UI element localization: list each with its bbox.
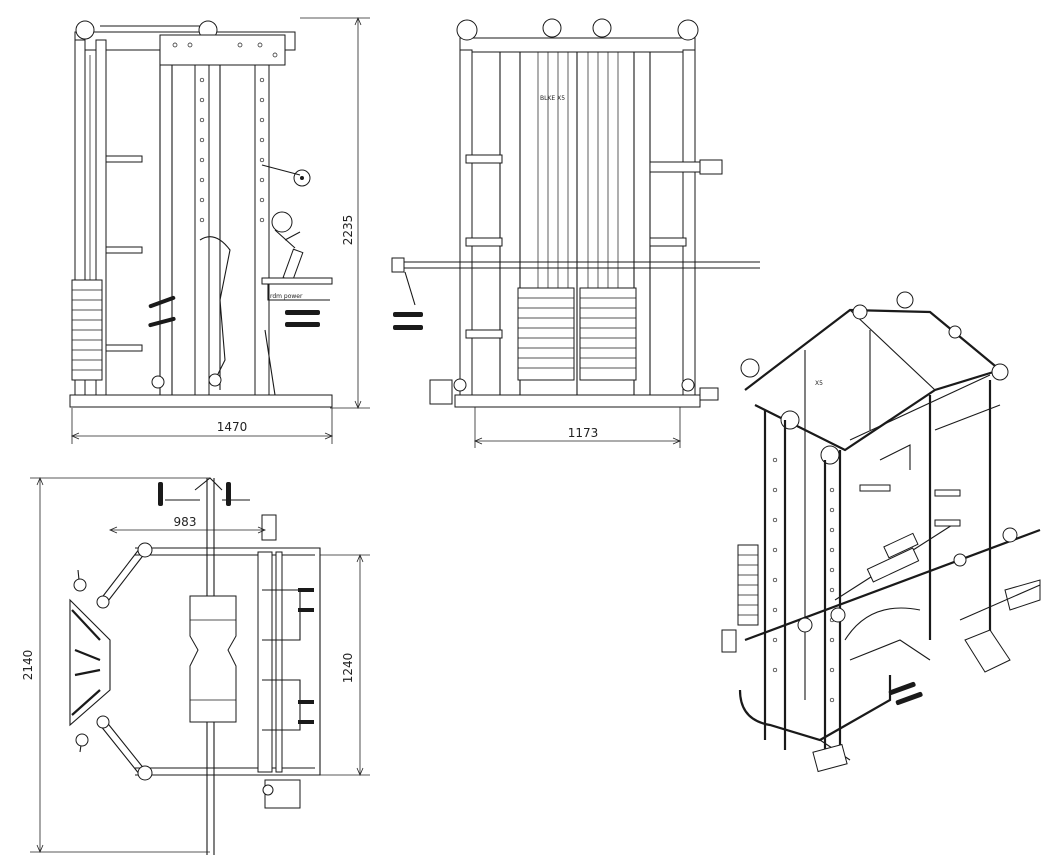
side-base: [69, 394, 333, 408]
iso-top-frame: [744, 308, 1001, 391]
front-base: [454, 394, 701, 408]
front-weight-stack-left: [517, 287, 575, 381]
dim-top-depth: 983: [174, 515, 197, 529]
top-view: 983 1240 2140: [21, 476, 370, 855]
front-top-frame: [459, 37, 696, 53]
side-logo: rdm power: [270, 293, 303, 300]
iso-logo: X5: [815, 380, 823, 387]
top-frame: [135, 547, 321, 776]
dim-top-inner: 1240: [341, 653, 355, 684]
side-upright-left: [74, 39, 86, 396]
dim-side-width: 1470: [217, 420, 248, 434]
front-logo: BLKE X5: [540, 95, 565, 102]
dim-front-width: 1173: [568, 426, 599, 440]
dim-side-height: 2235: [341, 215, 355, 246]
side-view: rdm power 2235 1470: [69, 16, 370, 444]
iso-barbell: [744, 528, 1041, 642]
front-weight-stack-right: [579, 287, 637, 381]
isometric-view: X5: [721, 291, 1041, 773]
dim-top-length: 2140: [21, 650, 35, 681]
front-view: BLKE X5: [391, 18, 760, 448]
top-bench: [189, 595, 237, 723]
side-pulley-top-left: [75, 20, 95, 40]
